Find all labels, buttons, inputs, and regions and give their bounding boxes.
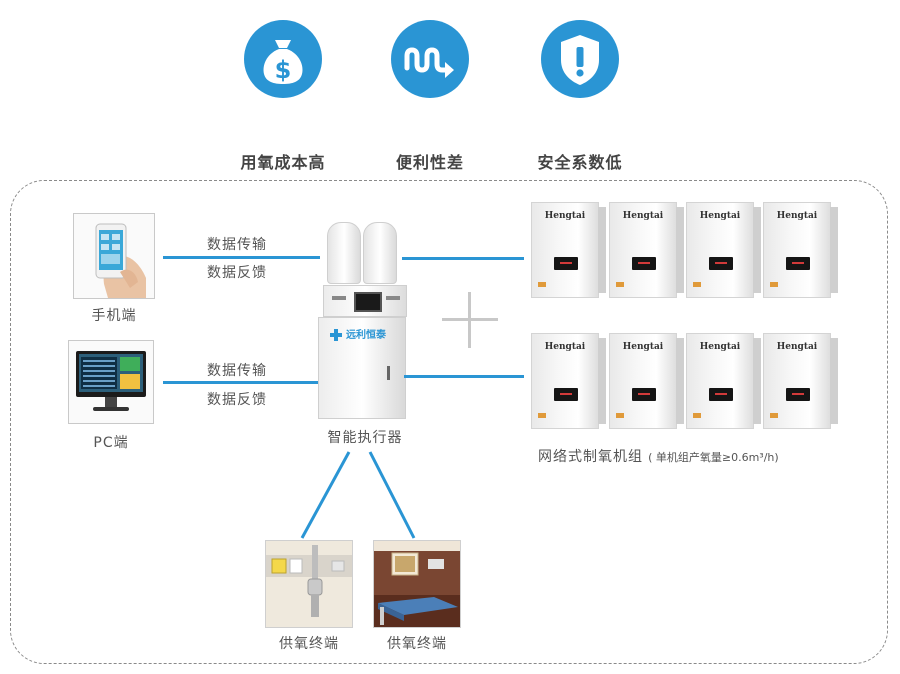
generator-brand: Hengtai (544, 211, 586, 221)
money-bag-icon: $ (244, 20, 322, 98)
phone-client-image (73, 213, 155, 299)
pc-link-feedback: 数据反馈 (207, 392, 267, 408)
control-screen (354, 292, 382, 312)
oxygen-generator: Hengtai (609, 333, 684, 429)
feature-label: 便利性差 (395, 153, 464, 172)
generator-brand: Hengtai (776, 342, 818, 352)
generator-brand: Hengtai (699, 211, 741, 221)
pc-link-transmit: 数据传输 (207, 363, 267, 379)
generator-brand: Hengtai (622, 342, 664, 352)
generator-brand: Hengtai (544, 342, 586, 352)
oxygen-generator: Hengtai (686, 202, 761, 298)
system-frame (10, 180, 888, 664)
phone-link-transmit: 数据传输 (207, 237, 267, 253)
generator-link-line (402, 257, 524, 260)
terminal-label: 供氧终端 (387, 636, 447, 652)
phone-link-feedback: 数据反馈 (207, 265, 267, 281)
oxygen-tank (327, 222, 361, 284)
oxygen-generator: Hengtai (531, 202, 606, 298)
cabinet-handle (387, 366, 390, 380)
svg-text:$: $ (275, 56, 292, 84)
terminal-link-line (368, 451, 416, 539)
generator-brand: Hengtai (622, 211, 664, 221)
oxygen-generator: Hengtai (531, 333, 606, 429)
pc-client-image (68, 340, 154, 424)
executor-logo-text: 远利恒泰 (346, 330, 386, 341)
phone-client-label: 手机端 (91, 308, 137, 324)
supply-terminal-photo (265, 540, 353, 628)
wave-arrow-icon (391, 20, 469, 98)
generator-group-caption: 网络式制氧机组 ( 单机组产氧量≥0.6m³/h) (538, 446, 779, 466)
pc-link-line (163, 381, 318, 384)
plus-icon (442, 292, 498, 348)
executor-label: 智能执行器 (327, 430, 403, 446)
feature-label: 安全系数低 (537, 153, 623, 172)
pc-client-label: PC端 (93, 435, 129, 451)
oxygen-generator: Hengtai (763, 202, 838, 298)
logo-cross-icon (329, 327, 343, 341)
warning-shield-icon (541, 20, 619, 98)
generator-brand: Hengtai (699, 342, 741, 352)
terminal-label: 供氧终端 (279, 636, 339, 652)
generator-group-note: ( 单机组产氧量≥0.6m³/h) (648, 451, 779, 464)
generator-link-line (404, 375, 524, 378)
ward-terminal-photo (373, 540, 461, 628)
terminal-link-line (300, 451, 351, 539)
oxygen-tank (363, 222, 397, 284)
phone-link-line (163, 256, 320, 259)
generator-group-label: 网络式制氧机组 (538, 449, 643, 465)
oxygen-generator: Hengtai (763, 333, 838, 429)
oxygen-generator: Hengtai (609, 202, 684, 298)
oxygen-generator: Hengtai (686, 333, 761, 429)
control-panel (323, 285, 407, 317)
generator-brand: Hengtai (776, 211, 818, 221)
feature-label: 用氧成本高 (240, 153, 326, 172)
executor-cabinet: 远利恒泰 (318, 317, 406, 419)
